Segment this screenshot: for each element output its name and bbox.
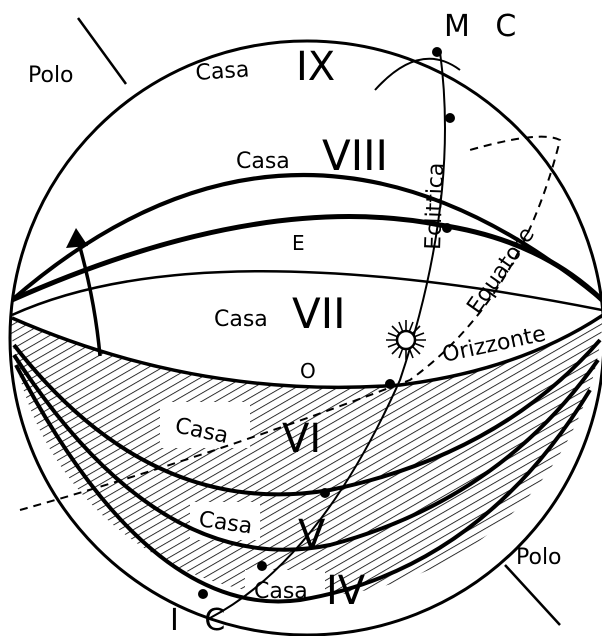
- house-iv-numeral: IV: [326, 568, 366, 614]
- house-iv-word: Casa: [254, 579, 308, 604]
- house-v-numeral: V: [298, 512, 326, 558]
- sun-icon: [386, 320, 426, 360]
- ic-label: I C: [170, 603, 233, 636]
- west-label: O: [300, 359, 316, 383]
- house-viii-word: Casa: [236, 149, 290, 174]
- east-label: E: [292, 231, 305, 255]
- ic-point: [198, 589, 208, 599]
- mc-point: [432, 47, 442, 57]
- house-vii-numeral: VII: [292, 289, 346, 338]
- pole-bottom-label: Polo: [516, 545, 562, 570]
- ecliptic-label: Eclittica: [421, 162, 449, 250]
- house-vii-word: Casa: [214, 307, 268, 332]
- house-viii-numeral: VIII: [322, 131, 388, 180]
- house-ix-word: Casa: [195, 57, 250, 86]
- house-ix-numeral: IX: [296, 44, 335, 90]
- mc-label: M C: [444, 9, 524, 44]
- pole-top-label: Polo: [28, 63, 74, 88]
- house-vi-numeral: VI: [282, 416, 321, 462]
